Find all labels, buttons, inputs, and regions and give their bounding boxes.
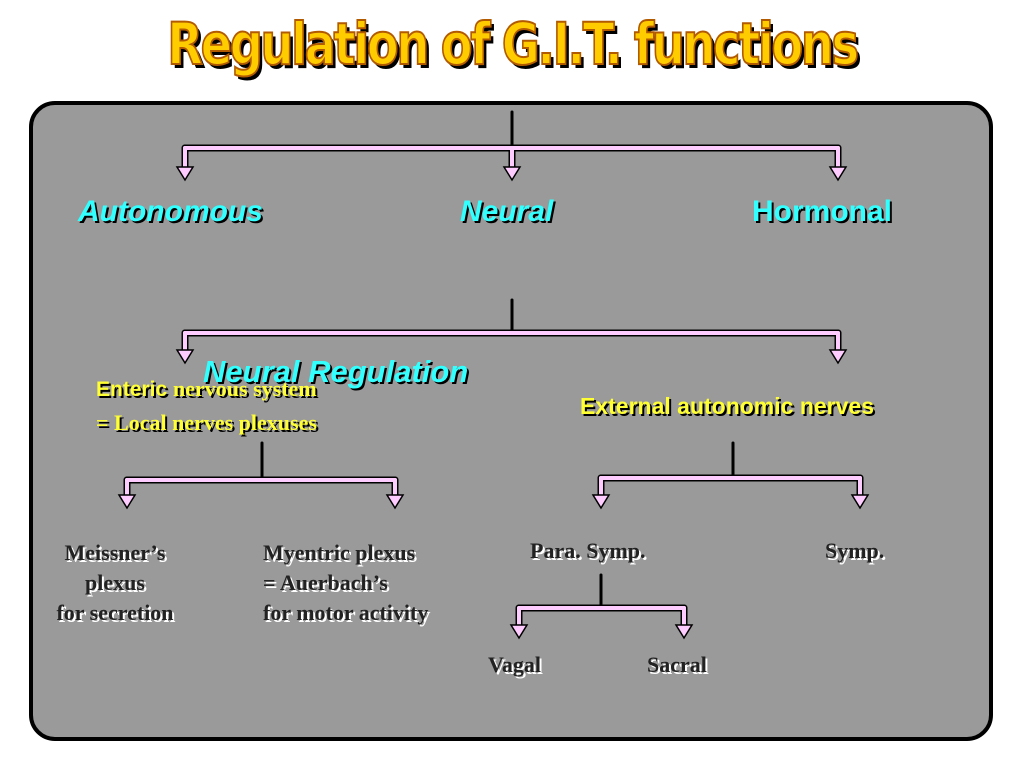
myentric-line2: = Auerbach’s bbox=[263, 570, 388, 595]
label-sacral: Sacral bbox=[647, 652, 707, 677]
enteric-rest: nervous system bbox=[173, 376, 317, 401]
tree-neural-arrow-1 bbox=[828, 349, 848, 365]
meissner-line2: plexus bbox=[85, 570, 145, 595]
label-enteric-line2: = Local nerves plexuses bbox=[96, 410, 317, 435]
tree-top-arrow-2 bbox=[828, 166, 848, 182]
tree-top-arrow-0 bbox=[175, 166, 195, 182]
enteric-word: Enteric bbox=[96, 378, 168, 401]
label-autonomous: Autonomous bbox=[78, 195, 263, 228]
label-enteric-line1: Enteric nervous system bbox=[96, 376, 317, 402]
diagram-panel bbox=[29, 101, 993, 741]
tree-neural-arrow-0 bbox=[175, 349, 195, 365]
slide-title: Regulation of G.I.T. functions bbox=[166, 9, 859, 79]
meissner-line1: Meissner’s bbox=[64, 540, 166, 565]
myentric-line3: for motor activity bbox=[263, 600, 429, 625]
label-neural: Neural bbox=[460, 195, 554, 228]
label-vagal: Vagal bbox=[488, 652, 541, 677]
label-meissner: Meissner’s plexus for secretion bbox=[20, 538, 210, 628]
label-myentric: Myentric plexus = Auerbach’s for motor a… bbox=[263, 538, 428, 628]
tree-enteric-arrow-1 bbox=[385, 494, 405, 510]
tree-para-arrow-1 bbox=[674, 624, 694, 640]
label-hormonal: Hormonal bbox=[752, 195, 893, 228]
myentric-line1: Myentric plexus bbox=[263, 540, 416, 565]
label-para-symp: Para. Symp. bbox=[530, 538, 646, 563]
meissner-line3: for secretion bbox=[56, 600, 174, 625]
label-neural-regulation: Neural Regulation bbox=[203, 354, 469, 389]
label-symp: Symp. bbox=[825, 538, 885, 563]
tree-external-arrow-1 bbox=[850, 494, 870, 510]
tree-external-arrow-0 bbox=[591, 494, 611, 510]
tree-para-arrow-0 bbox=[509, 624, 529, 640]
tree-top-arrow-1 bbox=[502, 166, 522, 182]
tree-enteric-arrow-0 bbox=[117, 494, 137, 510]
label-external: External autonomic nerves bbox=[580, 393, 874, 419]
